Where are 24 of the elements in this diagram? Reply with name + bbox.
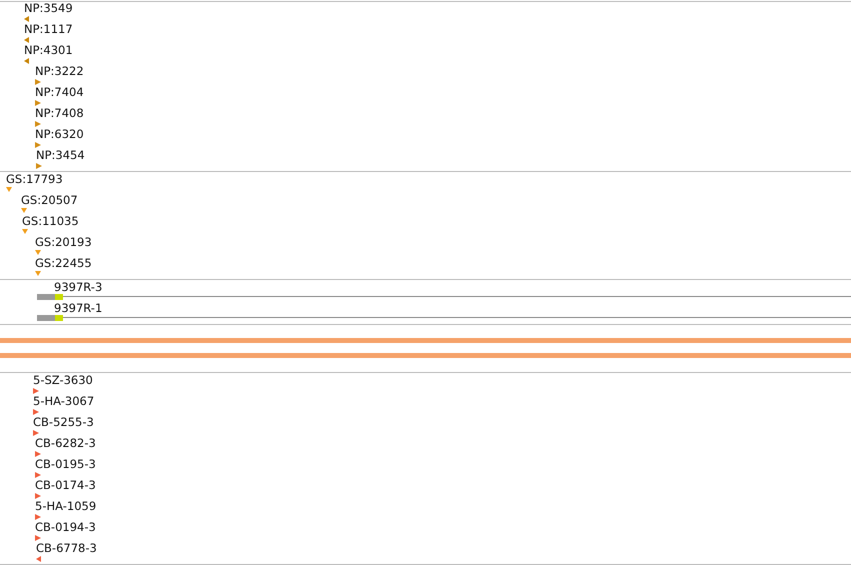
feature-label: NP:3222 xyxy=(35,65,84,78)
feature-label: CB-0194-3 xyxy=(35,521,96,534)
feature-label: CB-6778-3 xyxy=(36,542,97,555)
feature-label: NP:1117 xyxy=(24,23,73,36)
feature-label: CB-5255-3 xyxy=(33,416,94,429)
feature-label: 5-SZ-3630 xyxy=(33,374,93,387)
feature-label: CB-6282-3 xyxy=(35,437,96,450)
feature-label: NP:7404 xyxy=(35,86,84,99)
feature-label: GS:11035 xyxy=(22,215,79,228)
feature-label: CB-0174-3 xyxy=(35,479,96,492)
feature-label: CB-0195-3 xyxy=(35,458,96,471)
feature-label: 5-HA-3067 xyxy=(33,395,94,408)
feature-label: GS:20507 xyxy=(21,194,78,207)
feature-label: NP:3454 xyxy=(36,149,85,162)
feature-label: GS:22455 xyxy=(35,257,92,270)
feature-label: NP:6320 xyxy=(35,128,84,141)
feature-label: GS:17793 xyxy=(6,173,63,186)
feature-label: 5-HA-1059 xyxy=(35,500,96,513)
feature-label: 9397R-1 xyxy=(54,302,102,315)
feature-label: NP:7408 xyxy=(35,107,84,120)
feature-label: GS:20193 xyxy=(35,236,92,249)
feature-label: NP:3549 xyxy=(24,2,73,15)
feature-label: NP:4301 xyxy=(24,44,73,57)
feature-label: 9397R-3 xyxy=(54,281,102,294)
